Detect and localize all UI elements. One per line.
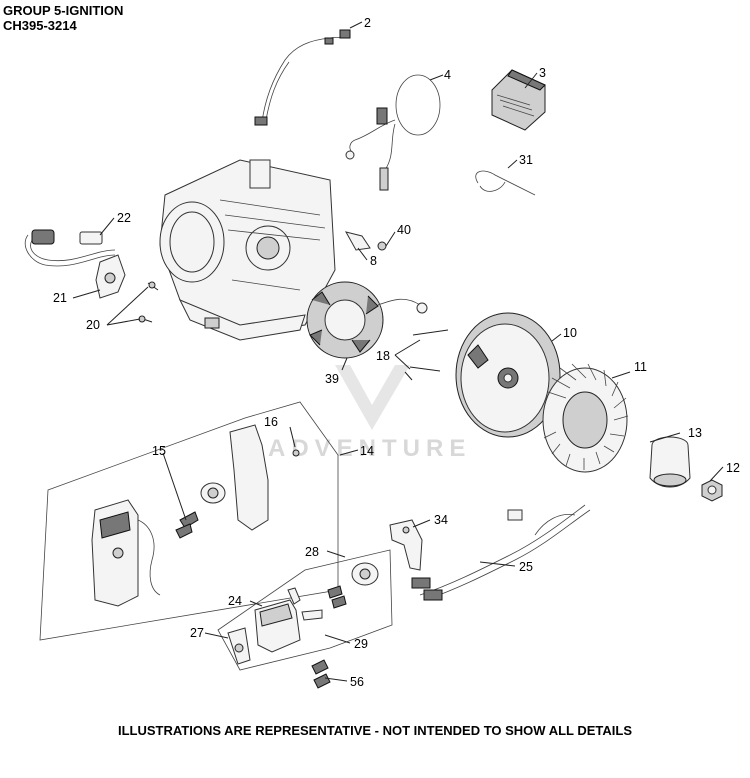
watermark: ADVENTURE xyxy=(268,365,471,462)
callout-39: 39 xyxy=(325,372,339,386)
callout-10: 10 xyxy=(563,326,577,340)
callout-27: 27 xyxy=(190,626,204,640)
callout-11: 11 xyxy=(634,360,647,374)
part-28-29-key-switch-kit xyxy=(217,549,393,671)
callout-18: 18 xyxy=(376,349,390,363)
part-31-tie-strap xyxy=(475,170,536,196)
part-13-fan-cup xyxy=(649,436,691,488)
part-20-bolts xyxy=(138,281,159,323)
part-11-cooling-fan xyxy=(542,363,629,473)
leader-lines xyxy=(72,21,724,682)
callout-15: 15 xyxy=(152,444,166,458)
part-3-ignition-module xyxy=(491,69,546,131)
watermark-text: ADVENTURE xyxy=(268,435,471,462)
part-18-screws xyxy=(404,329,449,381)
part-21-22-spark-lead xyxy=(24,229,126,299)
callout-29: 29 xyxy=(354,637,368,651)
callout-labels: 2 3 4 31 22 40 8 21 20 10 18 39 11 16 14… xyxy=(53,16,740,689)
part-34-bracket xyxy=(389,519,423,571)
callout-4: 4 xyxy=(444,68,451,82)
callout-2: 2 xyxy=(364,16,371,30)
disclaimer-footer: ILLUSTRATIONS ARE REPRESENTATIVE - NOT I… xyxy=(118,723,632,738)
callout-28: 28 xyxy=(305,545,319,559)
callout-31: 31 xyxy=(519,153,533,167)
part-39-stator xyxy=(306,281,428,359)
part-25-wiring-harness xyxy=(411,504,591,601)
callout-8: 8 xyxy=(370,254,377,268)
callout-56: 56 xyxy=(350,675,364,689)
callout-12: 12 xyxy=(726,461,740,475)
part-56-keys xyxy=(311,659,331,689)
callout-20: 20 xyxy=(86,318,100,332)
callout-25: 25 xyxy=(519,560,533,574)
part-27-plate xyxy=(227,627,251,665)
callout-16: 16 xyxy=(264,415,278,429)
part-8-40-clip-bolt xyxy=(345,231,387,251)
part-4-wire-assembly xyxy=(345,74,441,191)
crankcase-block xyxy=(159,159,336,341)
part-12-flywheel-nut xyxy=(701,479,723,502)
part-14-switch-panel-kit xyxy=(39,401,339,641)
callout-34: 34 xyxy=(434,513,448,527)
diagram-title: GROUP 5-IGNITION xyxy=(3,3,124,18)
callout-40: 40 xyxy=(397,223,411,237)
callout-14: 14 xyxy=(360,444,374,458)
part-2-wire-lead xyxy=(254,29,351,126)
callout-13: 13 xyxy=(688,426,702,440)
callout-22: 22 xyxy=(117,211,131,225)
watermark-logo-icon xyxy=(335,365,410,430)
callout-24: 24 xyxy=(228,594,242,608)
callout-21: 21 xyxy=(53,291,67,305)
model-number: CH395-3214 xyxy=(3,18,77,33)
part-10-flywheel xyxy=(455,312,561,438)
callout-3: 3 xyxy=(539,66,546,80)
